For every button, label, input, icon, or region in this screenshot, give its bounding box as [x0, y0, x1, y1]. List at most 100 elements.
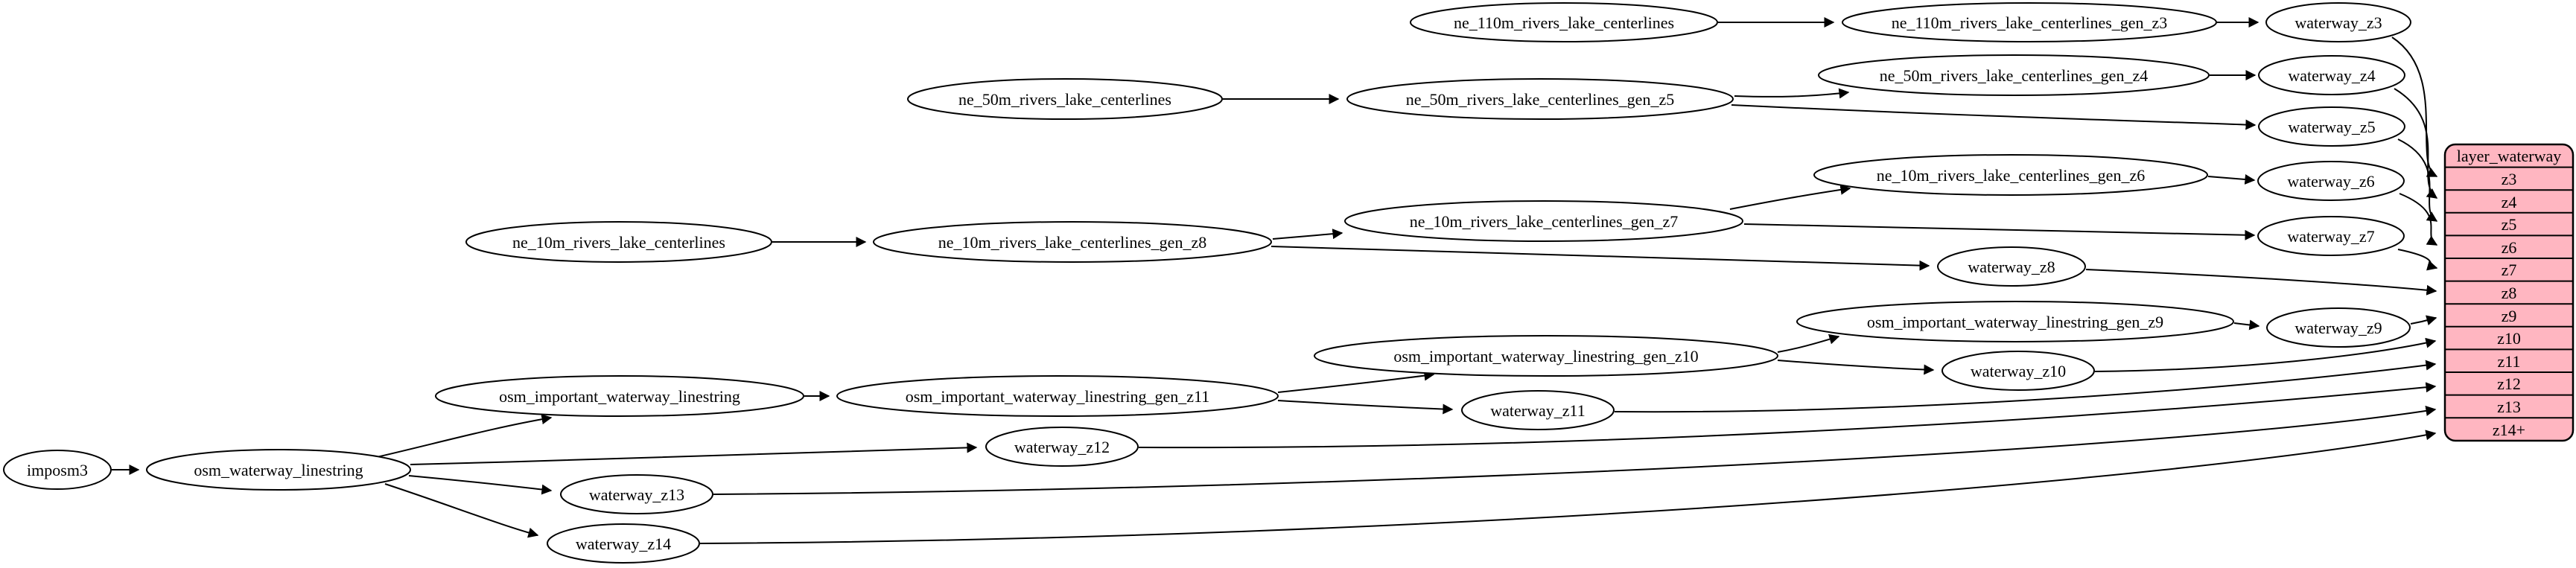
- edges: [112, 17, 2438, 544]
- edge-gen-z10-to-gen-z9: [1777, 334, 1840, 353]
- edge-gen-z8-to-waterway-z8: [1270, 246, 1930, 271]
- node-ne-110m-rivers-lake-centerlines: ne_110m_rivers_lake_centerlines: [1410, 2, 1718, 42]
- edge-waterway-z3-to-row-z3: [2391, 36, 2438, 177]
- node-label: ne_10m_rivers_lake_centerlines_gen_z7: [1410, 212, 1678, 231]
- node-waterway-z7: waterway_z7: [2257, 216, 2405, 256]
- node-label: waterway_z14: [576, 535, 671, 553]
- node-label: waterway_z5: [2288, 118, 2375, 136]
- edge-waterway-z12-to-row-z12: [1138, 382, 2437, 449]
- node-osm-waterway-linestring: osm_waterway_linestring: [146, 449, 411, 491]
- node-shape: [2265, 2, 2411, 42]
- table-row-z3: z3: [2502, 170, 2517, 188]
- node-label: ne_10m_rivers_lake_centerlines_gen_z6: [1877, 166, 2145, 185]
- node-shape: [2257, 216, 2405, 256]
- node-label: ne_50m_rivers_lake_centerlines_gen_z4: [1880, 66, 2148, 85]
- node-waterway-z13: waterway_z13: [560, 474, 713, 514]
- node-shape: [1796, 301, 2234, 342]
- node-shape: [907, 78, 1223, 120]
- node-osm-important-waterway-linestring-gen-z9: osm_important_waterway_linestring_gen_z9: [1796, 301, 2234, 342]
- table-row-z11: z11: [2498, 352, 2521, 371]
- node-shape: [873, 221, 1272, 263]
- table-row-z14: z14+: [2493, 421, 2525, 439]
- node-label: osm_important_waterway_linestring: [499, 387, 740, 406]
- edge-waterway-z8-to-row-z8: [2085, 269, 2437, 296]
- node-label: ne_10m_rivers_lake_centerlines_gen_z8: [938, 233, 1206, 252]
- node-shape: [560, 474, 713, 514]
- node-shape: [3, 450, 112, 490]
- table-row-z9: z9: [2502, 307, 2517, 325]
- edge-gen-z10-to-waterway-z10: [1777, 360, 1935, 375]
- node-shape: [1813, 154, 2208, 196]
- node-ne-10m-rivers-lake-centerlines-gen-z7: ne_10m_rivers_lake_centerlines_gen_z7: [1344, 200, 1743, 242]
- node-label: ne_50m_rivers_lake_centerlines_gen_z5: [1406, 90, 1674, 109]
- table-row-z10: z10: [2497, 329, 2521, 348]
- node-shape: [2257, 161, 2405, 201]
- node-label: imposm3: [27, 461, 88, 479]
- node-waterway-z4: waterway_z4: [2258, 55, 2405, 95]
- edge-gen-z7-to-gen-z6: [1729, 184, 1851, 210]
- node-shape: [1314, 335, 1778, 377]
- node-imposm3: imposm3: [3, 450, 112, 490]
- edge-waterway-z11-to-row-z11: [1614, 360, 2437, 413]
- node-label: waterway_z4: [2288, 66, 2375, 85]
- node-label: waterway_z11: [1490, 401, 1585, 420]
- node-label: waterway_z10: [1971, 362, 2066, 380]
- node-shape: [1941, 351, 2095, 391]
- node-ne-50m-rivers-lake-centerlines: ne_50m_rivers_lake_centerlines: [907, 78, 1223, 120]
- node-label: waterway_z12: [1014, 438, 1110, 456]
- node-label: waterway_z6: [2287, 172, 2374, 191]
- table-row-z7: z7: [2502, 261, 2517, 279]
- edge-gen-z9-to-waterway-z9: [2233, 319, 2260, 331]
- node-shape: [985, 427, 1139, 467]
- edge-gen-z8-to-gen-z7: [1272, 229, 1343, 240]
- edge-osm-waterway-to-waterway-z13: [408, 475, 553, 495]
- edge-waterway-z7-to-row-z7: [2397, 249, 2438, 271]
- node-osm-important-waterway-linestring: osm_important_waterway_linestring: [435, 375, 804, 417]
- node-waterway-z12: waterway_z12: [985, 427, 1139, 467]
- layer-waterway-table-outline: [2443, 143, 2575, 442]
- node-shape: [1461, 390, 1615, 430]
- node-label: osm_waterway_linestring: [194, 461, 363, 479]
- node-label: osm_important_waterway_linestring_gen_z9: [1867, 313, 2163, 331]
- table-title: layer_waterway: [2457, 147, 2561, 165]
- node-waterway-z9: waterway_z9: [2266, 307, 2411, 348]
- table-row-z13: z13: [2497, 398, 2521, 416]
- edge-waterway-z4-to-row-z4: [2394, 88, 2438, 199]
- node-label: waterway_z13: [589, 485, 684, 504]
- node-waterway-z6: waterway_z6: [2257, 161, 2405, 201]
- node-label: waterway_z8: [1968, 258, 2055, 276]
- node-shape: [1346, 78, 1734, 120]
- node-ne-50m-rivers-lake-centerlines-gen-z5: ne_50m_rivers_lake_centerlines_gen_z5: [1346, 78, 1734, 120]
- table-row-z4: z4: [2502, 193, 2517, 211]
- node-label: ne_50m_rivers_lake_centerlines: [958, 90, 1171, 109]
- node-waterway-z8: waterway_z8: [1937, 246, 2086, 287]
- edge-gen-z7-to-waterway-z7: [1743, 223, 2256, 240]
- node-label: waterway_z3: [2294, 13, 2382, 32]
- edge-waterway-z10-to-row-z10: [2094, 337, 2437, 372]
- node-shape: [1842, 2, 2217, 42]
- edge-waterway-z14-to-row-z14: [699, 430, 2437, 544]
- node-waterway-z5: waterway_z5: [2258, 106, 2405, 147]
- node-label: waterway_z7: [2287, 227, 2374, 246]
- node-shape: [146, 449, 411, 491]
- node-shape: [1937, 246, 2086, 287]
- node-osm-important-waterway-linestring-gen-z10: osm_important_waterway_linestring_gen_z1…: [1314, 335, 1778, 377]
- node-label: osm_important_waterway_linestring_gen_z1…: [906, 387, 1210, 406]
- node-label: ne_110m_rivers_lake_centerlines: [1454, 13, 1674, 32]
- edge-gen-z11-to-waterway-z11: [1277, 400, 1454, 415]
- edge-osm-waterway-to-waterway-z12: [410, 442, 978, 465]
- node-shape: [1344, 200, 1743, 242]
- node-ne-50m-rivers-lake-centerlines-gen-z4: ne_50m_rivers_lake_centerlines_gen_z4: [1818, 54, 2210, 96]
- node-shape: [1818, 54, 2210, 96]
- edge-gen-z11-to-gen-z10: [1277, 370, 1435, 393]
- node-label: osm_important_waterway_linestring_gen_z1…: [1393, 347, 1698, 366]
- edge-osm-waterway-to-osm-important-waterway: [376, 414, 553, 458]
- node-ne-110m-rivers-lake-centerlines-gen-z3: ne_110m_rivers_lake_centerlines_gen_z3: [1842, 2, 2217, 42]
- node-ne-10m-rivers-lake-centerlines-gen-z8: ne_10m_rivers_lake_centerlines_gen_z8: [873, 221, 1272, 263]
- node-shape: [435, 375, 804, 417]
- edge-osm-waterway-to-waterway-z14: [384, 483, 539, 538]
- node-ne-10m-rivers-lake-centerlines-gen-z6: ne_10m_rivers_lake_centerlines_gen_z6: [1813, 154, 2208, 196]
- node-label: waterway_z9: [2294, 319, 2382, 337]
- table-row-z12: z12: [2497, 374, 2521, 393]
